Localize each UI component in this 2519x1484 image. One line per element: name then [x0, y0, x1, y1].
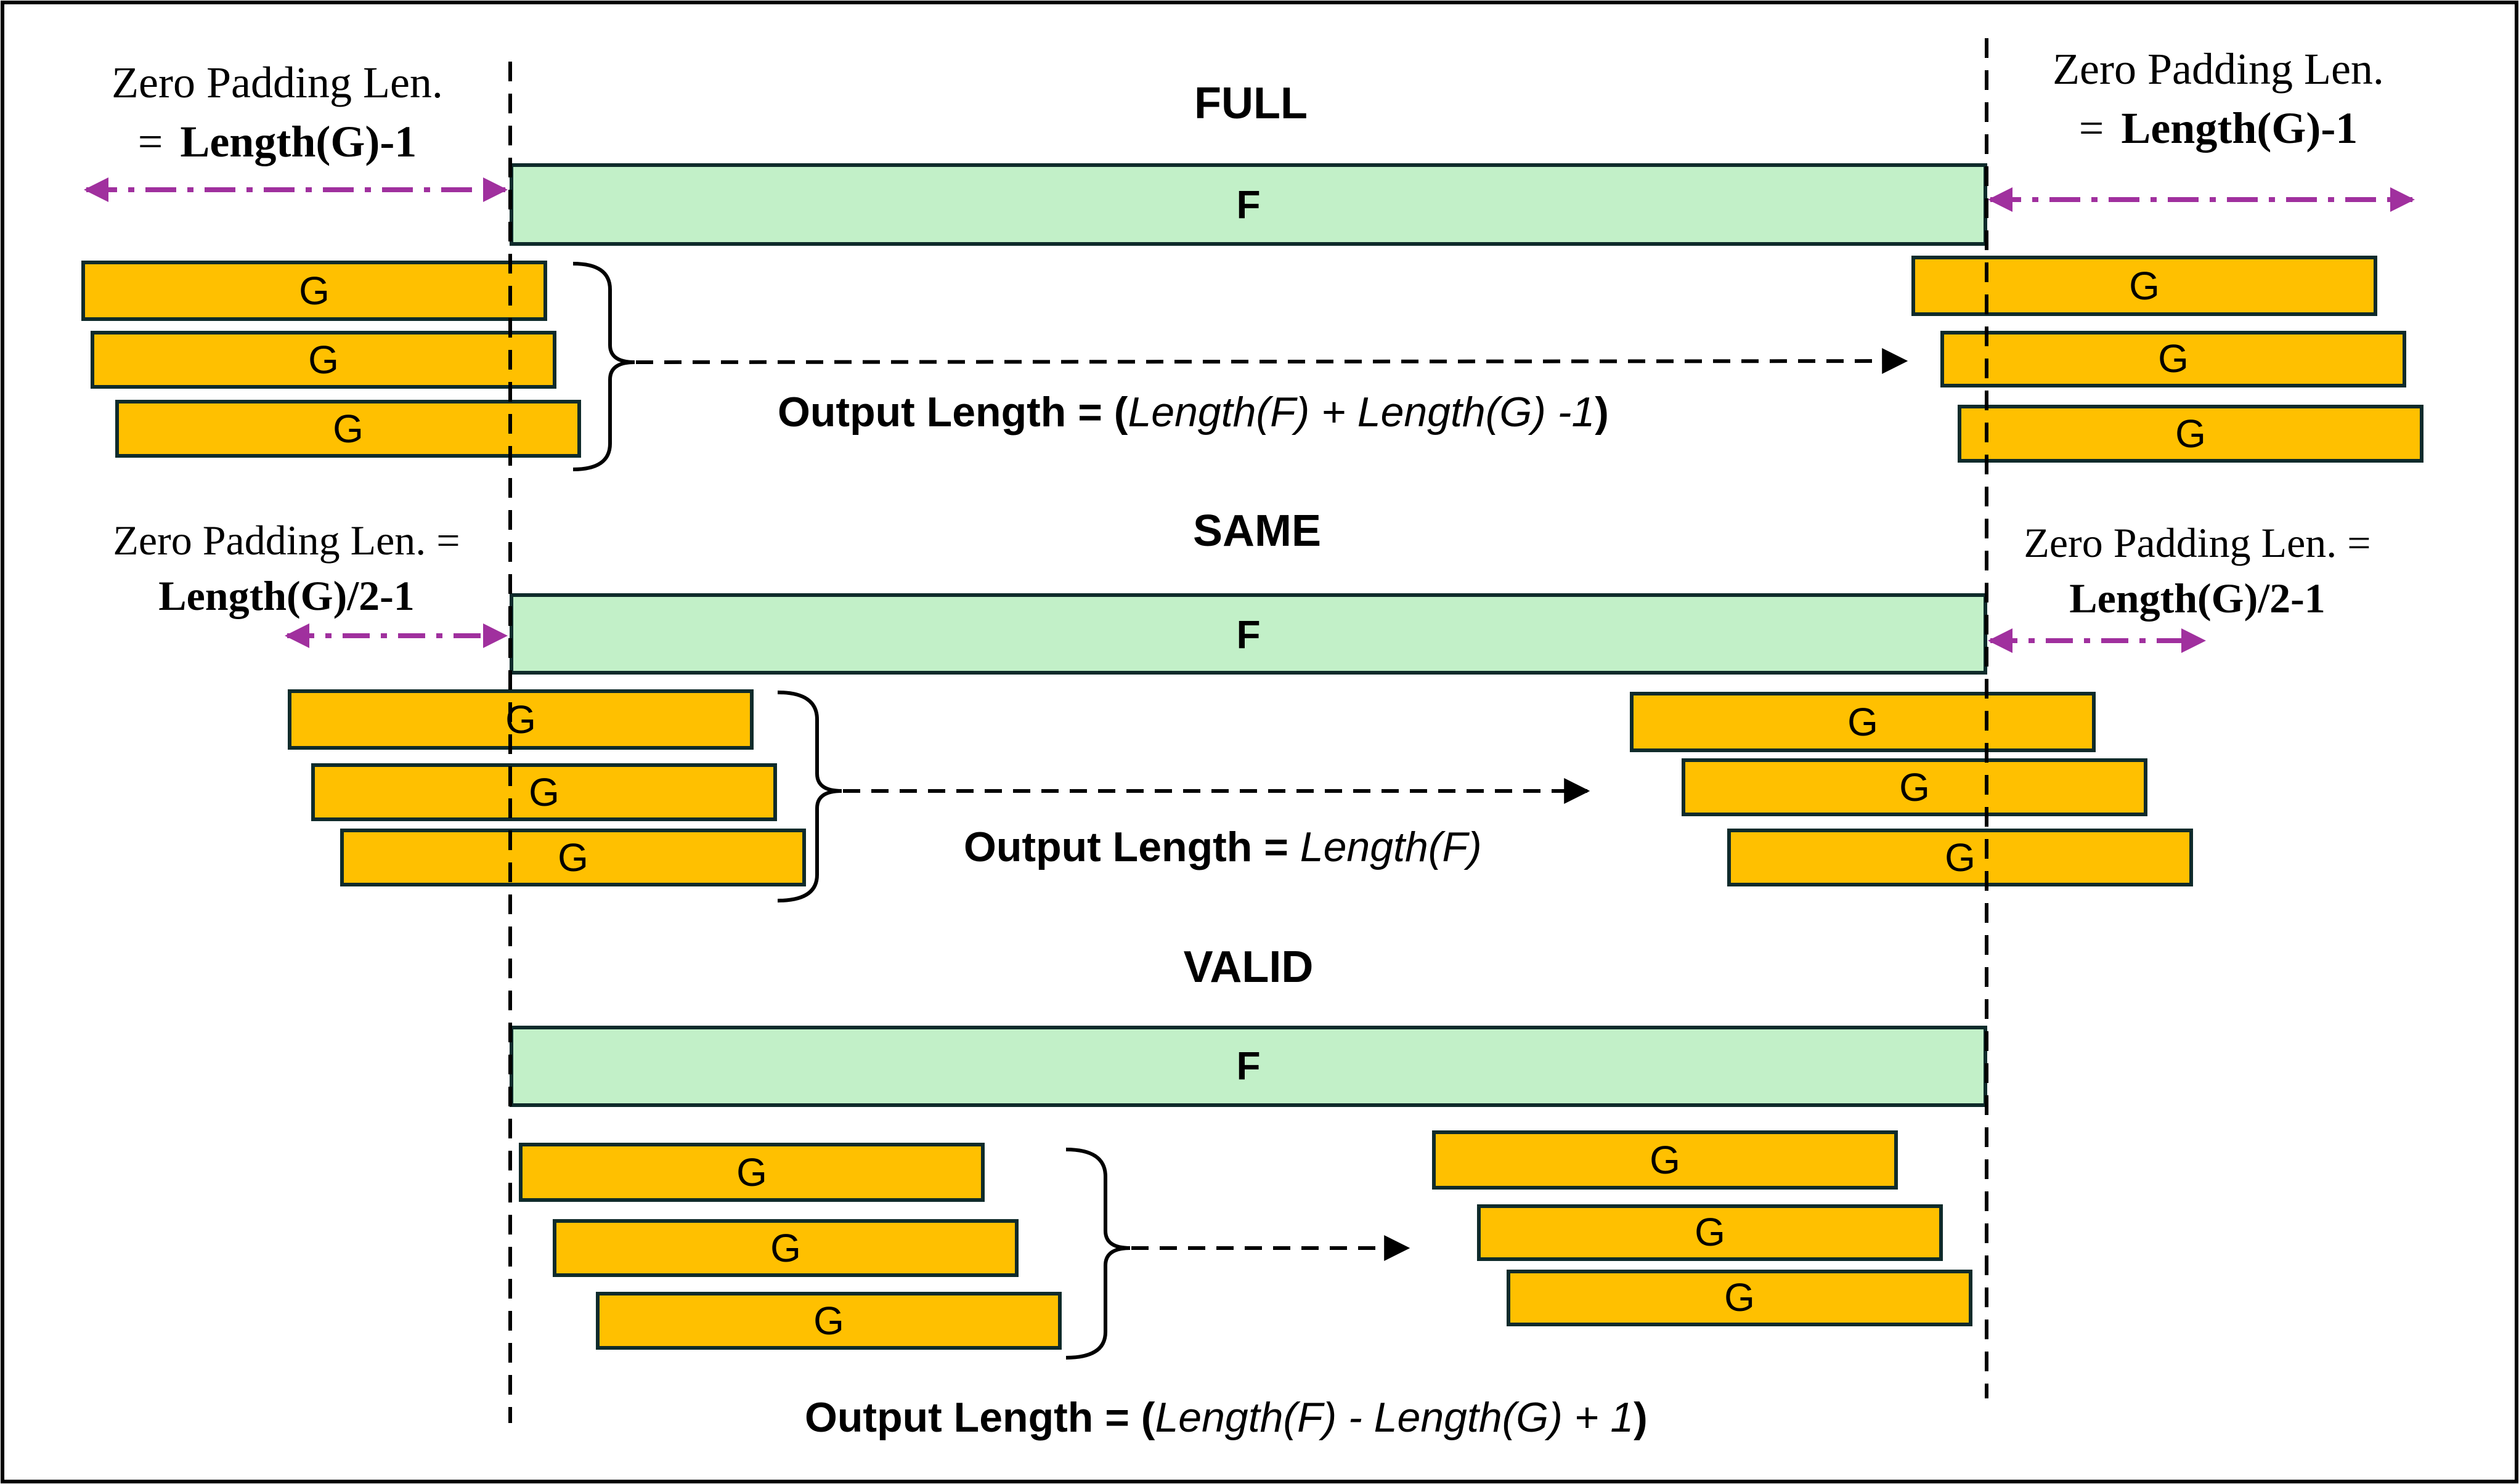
full-g-right-3	[1958, 405, 2423, 463]
same-brace	[777, 691, 842, 902]
full-brace	[572, 262, 635, 471]
valid-g-right-3-label: G	[1724, 1275, 1755, 1320]
same-f-label: F	[1236, 612, 1260, 657]
same-g-right-2	[1682, 758, 2147, 816]
full-output-length: Output Length = (Length(F) + Length(G) -…	[778, 389, 1609, 436]
valid-g-left-1-label: G	[736, 1150, 767, 1194]
same-g-left-3-label: G	[558, 835, 588, 880]
same-g-right-3-label: G	[1945, 835, 1976, 880]
valid-g-left-2	[553, 1219, 1019, 1277]
same-pad-left-line1: Zero Padding Len. =	[113, 517, 460, 564]
same-output-length: Output Length = Length(F)	[964, 824, 1482, 870]
full-g-right-1	[1911, 256, 2377, 316]
full-g-left-2-label: G	[308, 338, 339, 382]
same-g-right-3	[1727, 829, 2193, 886]
valid-g-right-1	[1432, 1130, 1898, 1190]
full-g-left-3-label: G	[333, 407, 364, 451]
same-g-right-2-label: G	[1899, 765, 1930, 809]
full-f-bar	[510, 163, 1987, 246]
full-g-right-1-label: G	[2129, 264, 2160, 308]
same-g-left-1	[288, 689, 754, 750]
full-pad-left-line2: =Length(G)-1	[138, 117, 417, 166]
full-g-right-2	[1940, 331, 2406, 387]
same-g-left-3	[340, 829, 806, 886]
full-g-left-3	[115, 400, 581, 458]
same-pad-right-line1: Zero Padding Len. =	[2024, 519, 2370, 566]
valid-g-left-2-label: G	[770, 1226, 801, 1270]
valid-brace	[1065, 1148, 1131, 1360]
valid-g-left-3	[596, 1292, 1062, 1350]
full-g-left-1-label: G	[299, 269, 330, 313]
same-pad-left-line2: Length(G)/2-1	[158, 572, 415, 619]
same-pad-right-line2: Length(G)/2-1	[2069, 575, 2326, 622]
full-f-label: F	[1236, 182, 1260, 227]
same-g-left-2	[311, 763, 777, 821]
full-g-left-2	[91, 331, 556, 389]
same-g-right-1	[1630, 692, 2096, 752]
full-pad-right-line1: Zero Padding Len.	[2053, 44, 2384, 94]
full-g-right-2-label: G	[2158, 336, 2189, 381]
full-g-right-3-label: G	[2175, 412, 2206, 456]
valid-title: VALID	[1184, 943, 1314, 992]
valid-g-left-3-label: G	[813, 1299, 844, 1343]
full-output-arrow	[635, 348, 1908, 375]
full-title: FULL	[1194, 79, 1308, 128]
valid-g-right-2-label: G	[1695, 1210, 1725, 1254]
same-title: SAME	[1193, 506, 1321, 556]
valid-f-label: F	[1236, 1044, 1260, 1088]
same-g-right-1-label: G	[1847, 700, 1878, 744]
valid-section: VALID F G G G G G G Output Length = (Len…	[510, 943, 1987, 1441]
same-section: SAME F G G G G G G Output Length = Lengt…	[113, 506, 2371, 902]
full-section: FULL F G G G G G G Output Length = (Leng…	[81, 44, 2423, 471]
full-pad-left-line1: Zero Padding Len.	[112, 58, 443, 107]
full-g-left-1	[81, 261, 547, 321]
valid-output-length: Output Length = (Length(F) - Length(G) +…	[805, 1394, 1648, 1441]
same-g-left-2-label: G	[529, 770, 560, 814]
valid-g-right-3	[1507, 1270, 1972, 1326]
valid-g-right-1-label: G	[1650, 1138, 1680, 1182]
valid-g-left-1	[519, 1143, 985, 1202]
full-pad-right-line2: =Length(G)-1	[2079, 103, 2358, 153]
valid-g-right-2	[1477, 1204, 1943, 1261]
